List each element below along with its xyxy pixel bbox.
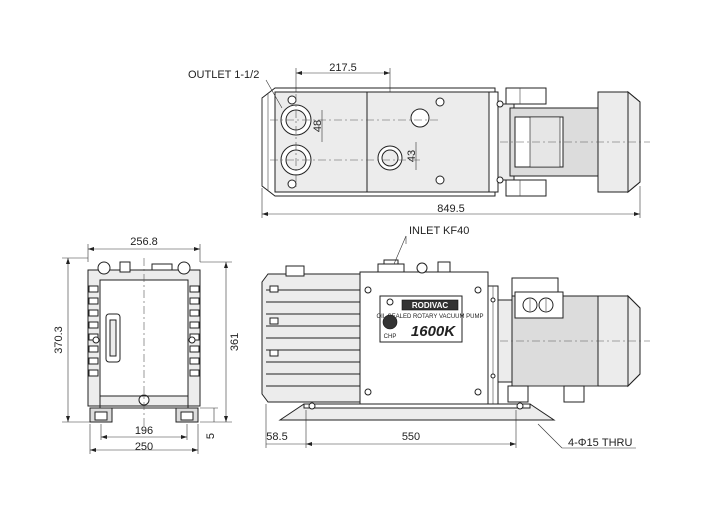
chp-logo-icon (382, 314, 398, 330)
nameplate-subtitle: OIL SEALED ROTARY VACUUM PUMP (376, 314, 483, 320)
dim-217-5: 217.5 (329, 62, 357, 74)
nameplate-brand: RODIVAC (412, 301, 449, 310)
nameplate-model: 1600K (411, 323, 456, 340)
top-view (261, 68, 650, 218)
dim-196: 196 (135, 425, 153, 437)
outlet-label: OUTLET 1-1/2 (188, 69, 259, 81)
dim-250: 250 (135, 441, 153, 453)
nameplate-logo: CHP (384, 334, 397, 340)
dim-43: 43 (406, 150, 418, 162)
side-view: RODIVAC OIL SEALED ROTARY VACUUM PUMP CH… (261, 235, 650, 449)
dim-849-5: 849.5 (437, 203, 465, 215)
thru-holes-label: 4-Φ15 THRU (568, 437, 632, 449)
dim-48: 48 (312, 120, 324, 132)
end-view (62, 244, 232, 454)
dim-550: 550 (402, 431, 420, 443)
dim-361: 361 (229, 333, 241, 351)
dim-5: 5 (205, 433, 217, 439)
dim-256-8: 256.8 (130, 236, 158, 248)
dim-370-3: 370.3 (53, 326, 65, 354)
inlet-label: INLET KF40 (409, 225, 469, 237)
dim-58-5: 58.5 (266, 431, 287, 443)
